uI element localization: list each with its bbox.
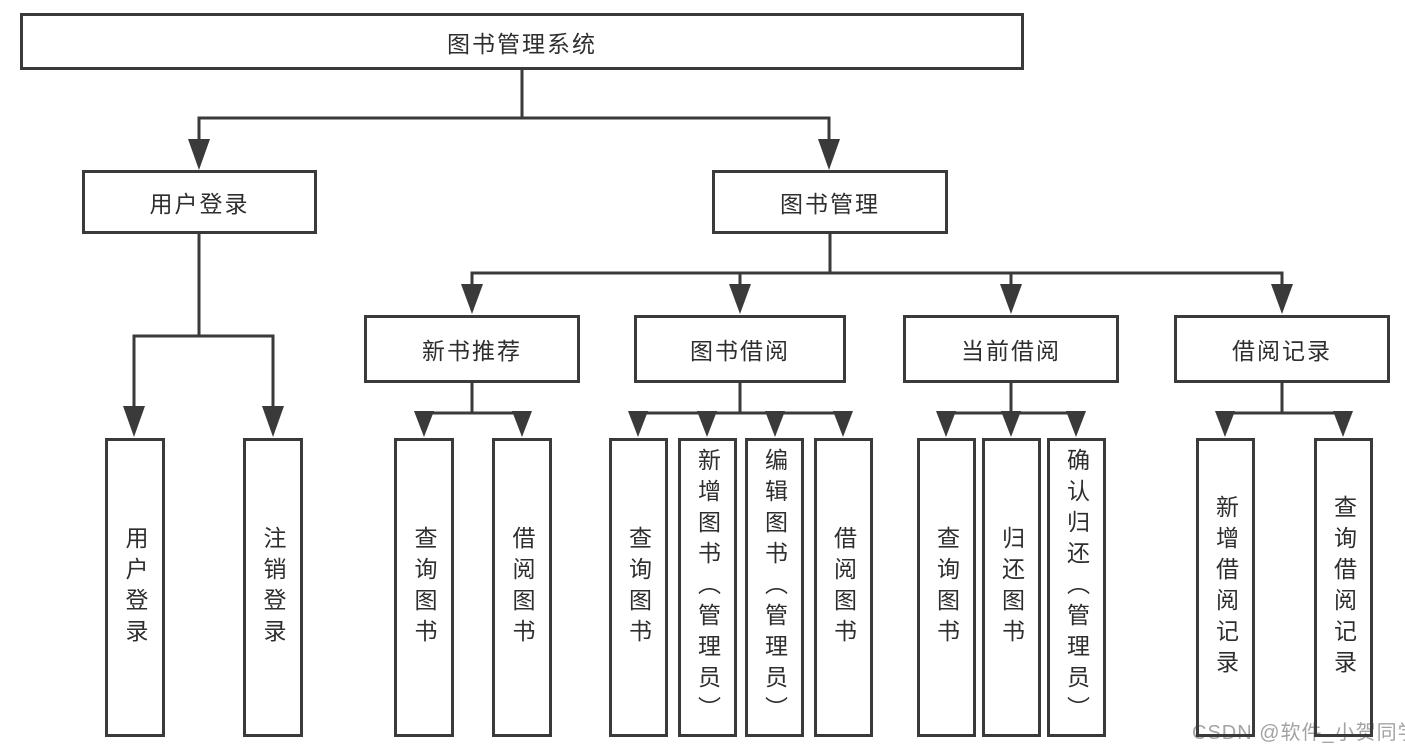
leaf-return-books: 归还图书	[982, 438, 1041, 737]
leaf-edit-books-admin-label: 编辑图书（管理员）	[761, 448, 788, 727]
leaf-add-borrow-record: 新增借阅记录	[1196, 438, 1255, 737]
node-book-borrow-label: 图书借阅	[690, 338, 790, 364]
node-current-borrow: 当前借阅	[903, 315, 1119, 383]
leaf-recommend-borrow-books: 借阅图书	[492, 438, 552, 737]
leaf-add-borrow-record-label: 新增借阅记录	[1212, 494, 1239, 681]
leaf-return-books-label: 归还图书	[998, 525, 1025, 650]
leaf-user-login: 用户登录	[105, 438, 165, 737]
leaf-query-borrow-record-label: 查询借阅记录	[1330, 494, 1357, 681]
node-book-borrow: 图书借阅	[634, 315, 846, 383]
node-borrow-records-label: 借阅记录	[1232, 338, 1332, 364]
leaf-logout-label: 注销登录	[260, 525, 286, 650]
leaf-edit-books-admin: 编辑图书（管理员）	[745, 438, 804, 737]
leaf-borrow-query-books-label: 查询图书	[625, 525, 652, 650]
leaf-add-books-admin: 新增图书（管理员）	[678, 438, 737, 737]
leaf-recommend-query-books-label: 查询图书	[411, 525, 437, 650]
node-book-management-label: 图书管理	[780, 191, 880, 217]
leaf-recommend-borrow-books-label: 借阅图书	[509, 525, 535, 650]
leaf-query-borrow-record: 查询借阅记录	[1314, 438, 1373, 737]
leaf-borrow-books: 借阅图书	[814, 438, 873, 737]
node-borrow-records: 借阅记录	[1174, 315, 1390, 383]
leaf-add-books-admin-label: 新增图书（管理员）	[694, 448, 721, 727]
leaf-borrow-query-books: 查询图书	[609, 438, 668, 737]
leaf-user-login-label: 用户登录	[122, 525, 148, 650]
leaf-logout: 注销登录	[243, 438, 303, 737]
node-user-login-label: 用户登录	[149, 191, 250, 217]
leaf-current-query-books: 查询图书	[917, 438, 976, 737]
leaf-recommend-query-books: 查询图书	[394, 438, 454, 737]
node-root-label: 图书管理系统	[447, 30, 597, 57]
node-user-login: 用户登录	[82, 170, 317, 234]
leaf-confirm-return-admin: 确认归还（管理员）	[1047, 438, 1106, 737]
leaf-current-query-books-label: 查询图书	[933, 525, 960, 650]
node-book-management: 图书管理	[712, 170, 948, 234]
node-new-book-recommend: 新书推荐	[364, 315, 580, 383]
node-new-book-recommend-label: 新书推荐	[422, 338, 522, 364]
node-root-system: 图书管理系统	[20, 13, 1024, 70]
leaf-confirm-return-admin-label: 确认归还（管理员）	[1063, 448, 1090, 727]
leaf-borrow-books-label: 借阅图书	[830, 525, 857, 650]
node-current-borrow-label: 当前借阅	[961, 338, 1061, 364]
csdn-watermark: CSDN @软件_小贺同学	[1192, 722, 1405, 744]
